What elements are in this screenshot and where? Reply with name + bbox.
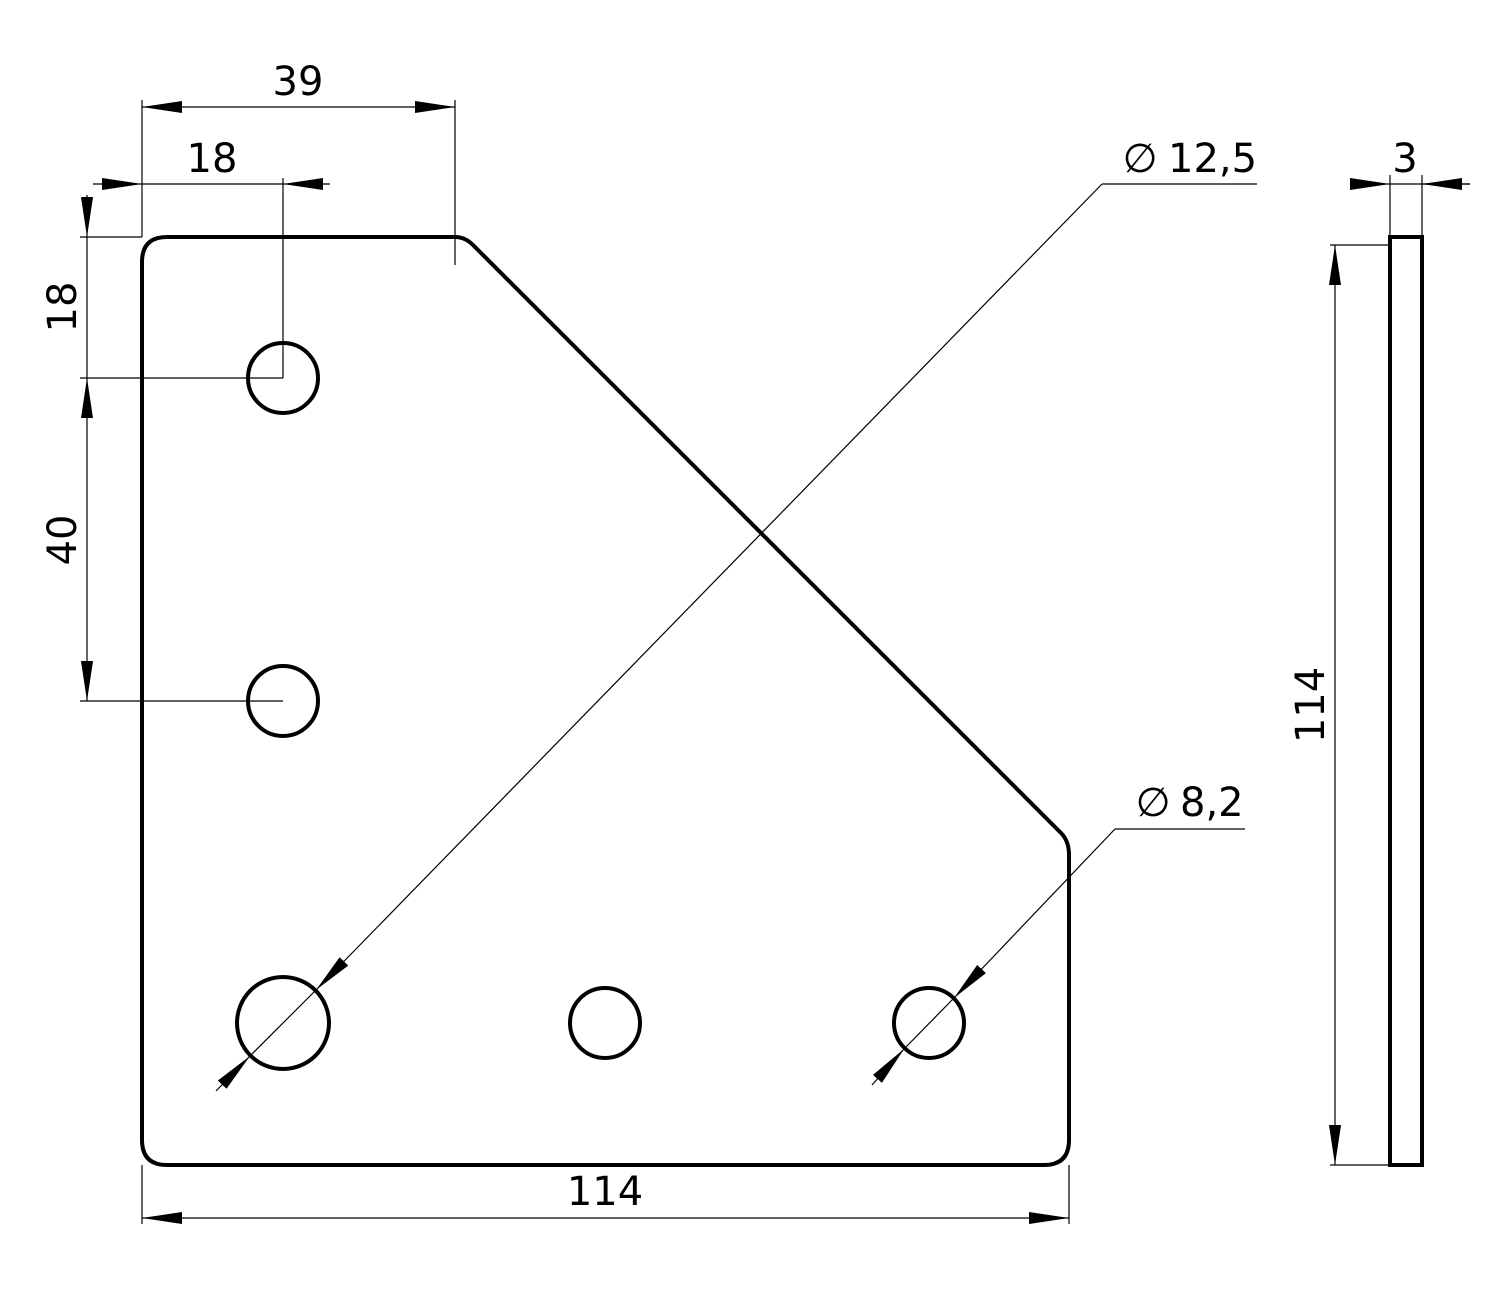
dimension-lines (81, 101, 1470, 1224)
dim-40: 40 (40, 515, 86, 566)
hole-bottom-center (568, 986, 642, 1060)
diameter-symbol-large: ∅ (1123, 136, 1158, 182)
dim-diameter-12-5: 12,5 (1168, 136, 1257, 182)
dim-diameter-8-2: 8,2 (1180, 780, 1244, 826)
extension-lines (80, 100, 1423, 1224)
hole-large (235, 975, 331, 1071)
dim-3: 3 (1392, 136, 1417, 182)
dim-18-horizontal: 18 (187, 136, 238, 182)
diameter-symbol-small: ∅ (1136, 780, 1171, 826)
dim-18-vertical: 18 (40, 282, 86, 333)
hole-bottom-right (892, 986, 966, 1060)
dim-39: 39 (273, 59, 324, 105)
dim-114-width: 114 (567, 1169, 643, 1215)
dim-114-side: 114 (1288, 667, 1334, 743)
plate-outline (140, 235, 1071, 1167)
side-view (1388, 235, 1424, 1167)
